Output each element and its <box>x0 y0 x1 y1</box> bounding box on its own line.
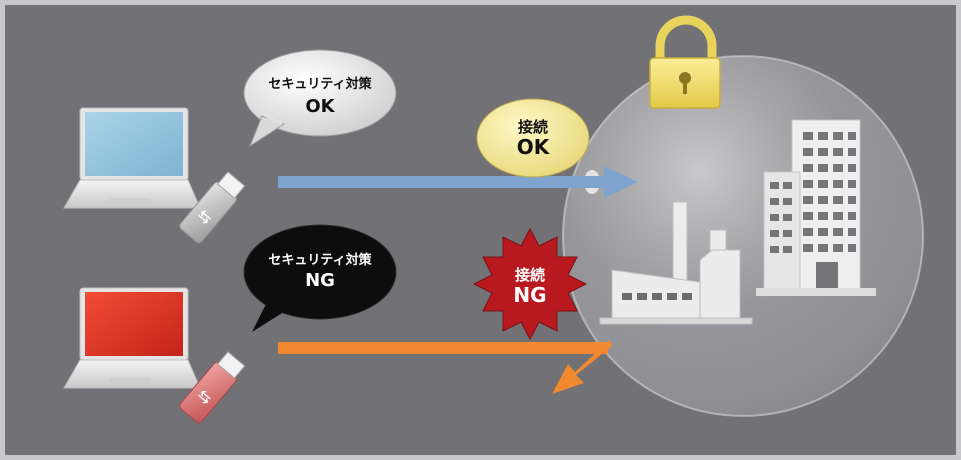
speech-ng-text: セキュリティ対策 NG <box>268 253 372 292</box>
protection-bubble <box>562 55 924 417</box>
connect-ok-line2: OK <box>516 135 550 160</box>
speech-ok-line2: OK <box>305 96 335 118</box>
connect-ok-text: 接続 OK <box>516 117 550 160</box>
factory-icon <box>599 201 753 325</box>
speech-ok-line1: セキュリティ対策 <box>268 77 372 93</box>
ok-connection-arrow <box>278 166 638 198</box>
usb-drive-icon: ⇆ <box>179 351 246 424</box>
office-building-icon <box>756 119 876 296</box>
speech-ng-line2: NG <box>305 270 335 292</box>
lock-icon <box>649 15 721 109</box>
connect-ng-text: 接続 NG <box>513 265 547 308</box>
speech-bubble-ng <box>243 224 397 332</box>
connect-ng-badge <box>472 227 588 341</box>
ng-rejected-arrow <box>278 340 612 394</box>
speech-ng-line1: セキュリティ対策 <box>268 253 372 269</box>
usb-drive-icon: ⇆ <box>179 171 246 244</box>
speech-ok-text: セキュリティ対策 OK <box>268 77 372 118</box>
connect-ng-line2: NG <box>513 283 547 308</box>
laptop-icon <box>63 107 201 209</box>
connect-ng-line1: 接続 <box>514 265 545 284</box>
connect-ok-bubble <box>476 98 590 178</box>
connect-ok-line1: 接続 <box>517 117 548 136</box>
laptop-icon <box>63 287 201 389</box>
speech-bubble-ok <box>243 49 397 148</box>
